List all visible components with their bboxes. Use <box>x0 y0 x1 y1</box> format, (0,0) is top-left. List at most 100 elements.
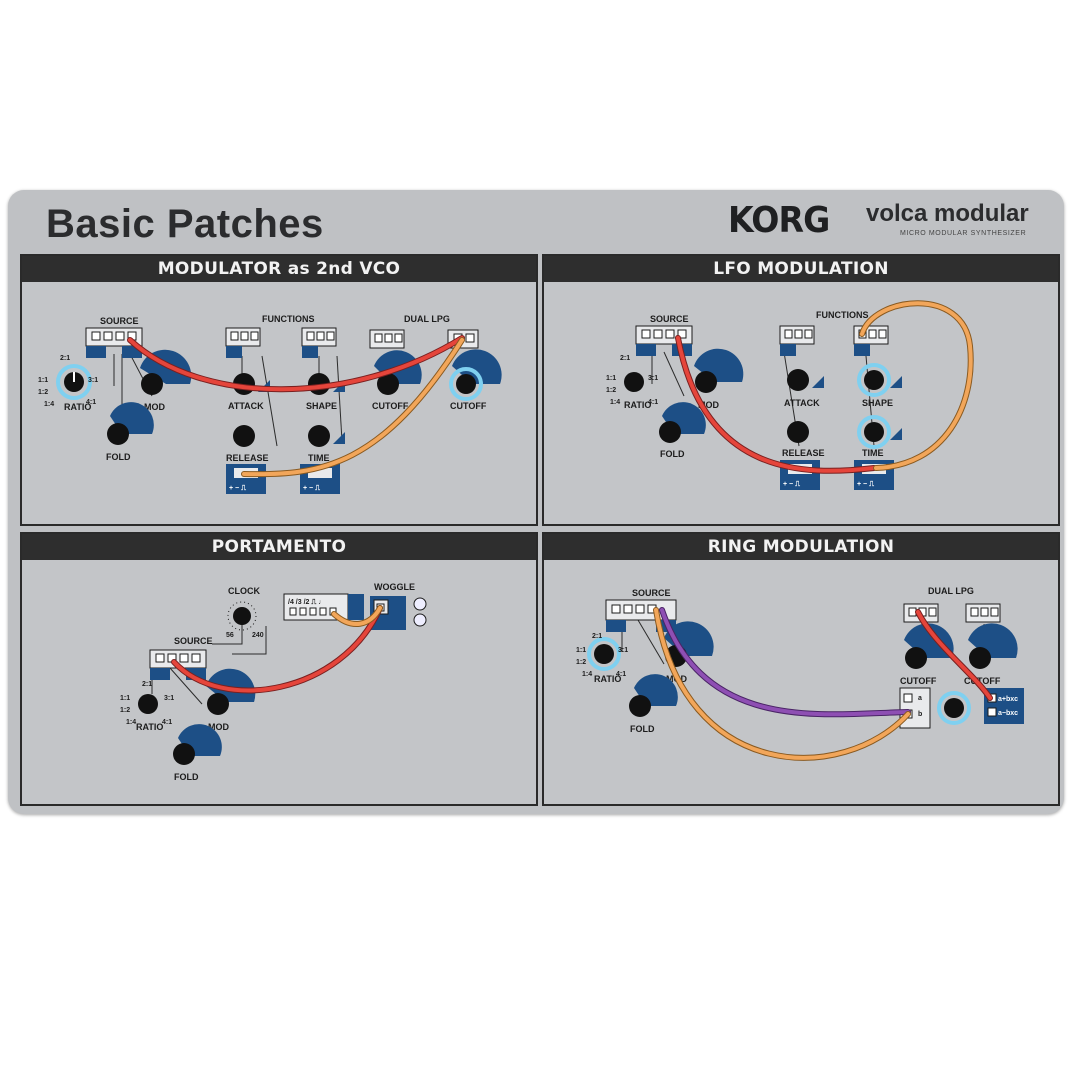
patch-cables <box>653 607 993 761</box>
clock-knob: CLOCK 56 240 <box>226 586 264 639</box>
svg-text:2:1: 2:1 <box>142 681 152 688</box>
source-module: SOURCE <box>85 316 143 358</box>
svg-text:MOD: MOD <box>208 722 229 732</box>
svg-text:a+bxc: a+bxc <box>998 696 1018 703</box>
svg-text:2:1: 2:1 <box>60 355 70 362</box>
svg-text:CUTOFF: CUTOFF <box>964 676 1001 686</box>
svg-text:CUTOFF: CUTOFF <box>900 676 937 686</box>
korg-logo: KORG <box>728 200 830 241</box>
svg-text:/4 /3 /2 ⎍ ♩: /4 /3 /2 ⎍ ♩ <box>288 599 325 606</box>
svg-text:1:2: 1:2 <box>606 387 616 394</box>
clock-divider: /4 /3 /2 ⎍ ♩ <box>283 593 364 621</box>
ratio-knob: 2:1 1:1 3:1 1:2 1:4 4:1 RATIO <box>38 355 98 412</box>
svg-text:SHAPE: SHAPE <box>862 398 893 408</box>
svg-text:TIME: TIME <box>862 448 884 458</box>
svg-text:ATTACK: ATTACK <box>784 398 820 408</box>
svg-text:4:1: 4:1 <box>616 671 626 678</box>
function-box-1 <box>779 325 815 356</box>
svg-text:4:1: 4:1 <box>648 399 658 406</box>
svg-text:a: a <box>918 695 922 702</box>
svg-text:SOURCE: SOURCE <box>650 314 689 324</box>
card-title: Basic Patches <box>46 202 324 246</box>
release-knob: RELEASE <box>782 421 825 458</box>
product-name: volca modular <box>866 200 1029 227</box>
lpg-box-1 <box>369 329 405 349</box>
shape-knob: SHAPE <box>857 363 902 408</box>
svg-text:56: 56 <box>226 632 234 639</box>
fold-knob: FOLD <box>173 724 222 782</box>
cutoff-knob-b: CUTOFF <box>964 623 1018 686</box>
svg-text:+ − ⎍: + − ⎍ <box>303 485 320 492</box>
svg-text:1:4: 1:4 <box>610 399 620 406</box>
svg-text:1:1: 1:1 <box>120 695 130 702</box>
lpg-box-2 <box>965 603 1001 623</box>
svg-text:1:4: 1:4 <box>44 401 54 408</box>
svg-text:FOLD: FOLD <box>660 449 685 459</box>
svg-text:1:4: 1:4 <box>126 719 136 726</box>
patch-cables <box>675 300 974 474</box>
mod-knob: MOD <box>694 348 744 410</box>
svg-text:b: b <box>918 711 922 718</box>
svg-text:FOLD: FOLD <box>174 772 199 782</box>
svg-text:RATIO: RATIO <box>136 722 163 732</box>
ratio-knob: 2:1 1:1 3:1 1:2 1:4 4:1 RATIO <box>606 355 658 410</box>
svg-text:3:1: 3:1 <box>88 377 98 384</box>
shape-knob: SHAPE <box>306 373 345 411</box>
release-knob: RELEASE <box>226 425 269 463</box>
svg-text:CLOCK: CLOCK <box>228 586 260 596</box>
source-label: SOURCE <box>100 316 139 326</box>
panel-diagram: SOURCE 2:1 1:1 3:1 1:2 1:4 4:1 RATIO MOD… <box>576 586 1024 761</box>
svg-text:RELEASE: RELEASE <box>782 448 825 458</box>
attack-knob: ATTACK <box>784 369 824 408</box>
svg-text:MOD: MOD <box>144 402 165 412</box>
svg-text:WOGGLE: WOGGLE <box>374 582 415 592</box>
time-knob: TIME <box>857 415 902 458</box>
patch-cables <box>171 605 383 694</box>
patch-cables <box>127 335 465 478</box>
svg-text:SHAPE: SHAPE <box>306 401 337 411</box>
svg-text:2:1: 2:1 <box>592 633 602 640</box>
dual-lpg-label: DUAL LPG <box>404 314 450 324</box>
mod-knob: MOD <box>140 349 192 412</box>
svg-text:1:2: 1:2 <box>120 707 130 714</box>
svg-text:RATIO: RATIO <box>624 400 651 410</box>
svg-text:CUTOFF: CUTOFF <box>372 401 409 411</box>
svg-text:240: 240 <box>252 632 264 639</box>
panel-title: RING MODULATION <box>544 534 1058 560</box>
svg-text:TIME: TIME <box>308 453 330 463</box>
cutoff-knob-a: CUTOFF <box>900 623 954 686</box>
svg-text:4:1: 4:1 <box>162 719 172 726</box>
svg-text:RELEASE: RELEASE <box>226 453 269 463</box>
svg-text:RATIO: RATIO <box>594 674 621 684</box>
svg-text:MOD: MOD <box>698 400 719 410</box>
function-box-2 <box>853 325 889 356</box>
function-box-1 <box>225 327 261 358</box>
svg-text:a−bxc: a−bxc <box>998 710 1018 717</box>
svg-text:1:1: 1:1 <box>606 375 616 382</box>
panel-title: LFO MODULATION <box>544 256 1058 282</box>
svg-text:RATIO: RATIO <box>64 402 91 412</box>
time-knob: TIME <box>308 425 345 463</box>
ratio-knob: 2:1 1:1 3:1 1:2 1:4 4:1 RATIO <box>576 633 628 684</box>
ring-mod-module: a b a+bxc a−bxc <box>899 687 1024 729</box>
svg-text:+ − ⎍: + − ⎍ <box>229 485 246 492</box>
svg-text:4:1: 4:1 <box>86 399 96 406</box>
mod-knob: MOD <box>206 668 256 732</box>
svg-text:1:1: 1:1 <box>38 377 48 384</box>
svg-text:DUAL LPG: DUAL LPG <box>928 586 974 596</box>
cutoff-knob-b: CUTOFF <box>449 349 502 411</box>
panel-diagram: SOURCE 2:1 1:1 3:1 1:2 1:4 4:1 RATIO MOD… <box>38 314 502 494</box>
panel-lfo-modulation: LFO MODULATION SOURCE 2:1 1:1 3:1 1:2 1:… <box>542 254 1060 526</box>
svg-text:FUNCTIONS: FUNCTIONS <box>816 310 869 320</box>
function-box-2 <box>301 327 337 358</box>
fold-knob: FOLD <box>629 674 678 734</box>
svg-text:1:2: 1:2 <box>576 659 586 666</box>
panel-title: MODULATOR as 2nd VCO <box>22 256 536 282</box>
svg-text:1:1: 1:1 <box>576 647 586 654</box>
fold-knob: FOLD <box>659 402 706 459</box>
svg-text:FOLD: FOLD <box>630 724 655 734</box>
source-module: SOURCE <box>149 636 213 680</box>
svg-text:1:2: 1:2 <box>38 389 48 396</box>
panel-diagram: SOURCE 2:1 1:1 3:1 1:2 1:4 4:1 RATIO MOD… <box>606 300 974 490</box>
svg-text:3:1: 3:1 <box>164 695 174 702</box>
